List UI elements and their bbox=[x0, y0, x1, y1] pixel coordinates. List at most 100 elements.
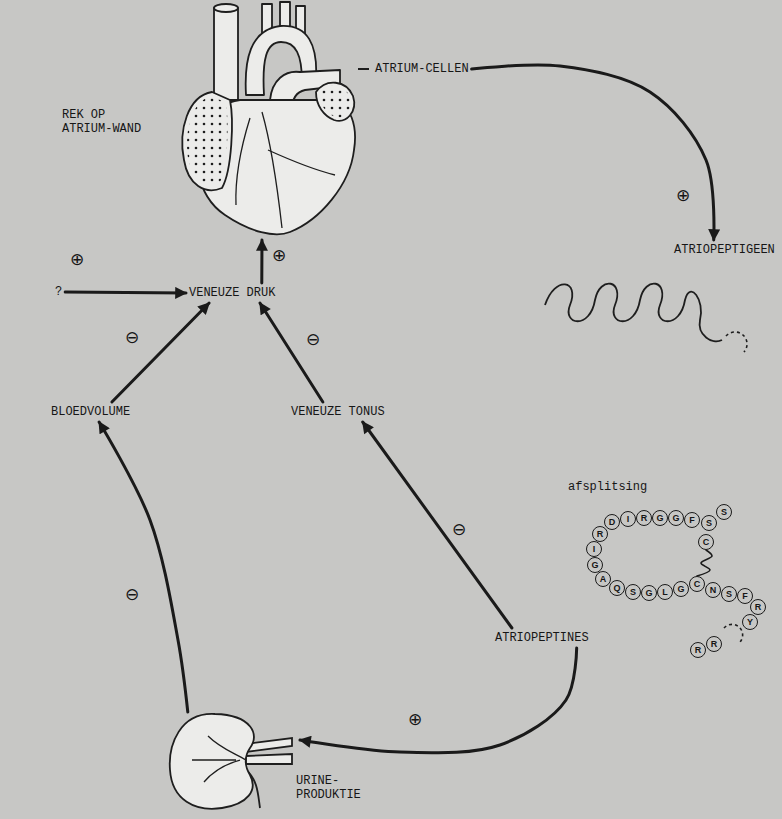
left-atrium bbox=[316, 83, 354, 121]
node-text: VENEUZE DRUK bbox=[189, 286, 275, 300]
node-text: Y bbox=[747, 617, 753, 627]
leader-line bbox=[358, 68, 369, 70]
node-text: S bbox=[706, 518, 712, 528]
propeptide-chain bbox=[545, 284, 722, 342]
unknown-input: ? bbox=[52, 282, 65, 302]
vena-cava bbox=[214, 8, 238, 100]
kidney-outline bbox=[170, 714, 254, 809]
node-text: L bbox=[662, 587, 668, 597]
coronary-vessel bbox=[262, 112, 282, 228]
node-text: R bbox=[755, 602, 762, 612]
amino-acid-bead: G bbox=[652, 510, 668, 526]
node-text: ? bbox=[55, 285, 62, 299]
node-text: Q bbox=[613, 583, 620, 593]
quantity-label: VENEUZE DRUK bbox=[186, 283, 278, 303]
amino-acid-bead: R bbox=[636, 510, 652, 526]
flow-arrow bbox=[260, 240, 263, 283]
node-text: R bbox=[711, 639, 718, 649]
node-text: R bbox=[695, 645, 702, 655]
node-text: G bbox=[677, 584, 684, 594]
amino-acid-bead: R bbox=[592, 526, 608, 542]
amino-acid-bead: S bbox=[701, 515, 717, 531]
amino-acid-bead: R bbox=[750, 599, 766, 615]
flow-arrow bbox=[472, 65, 714, 240]
node-text: REK OP ATRIUM-WAND bbox=[62, 108, 145, 136]
node-text: C bbox=[703, 537, 710, 547]
node-text: I bbox=[593, 544, 596, 554]
node-text: N bbox=[710, 585, 717, 595]
node-text: R bbox=[597, 529, 604, 539]
sign-label: ⊖ bbox=[125, 328, 139, 346]
cleavage-mark bbox=[726, 332, 747, 352]
sign-label: ⊖ bbox=[306, 330, 320, 348]
node-text: C bbox=[694, 579, 701, 589]
atrium-cells-dots bbox=[319, 86, 351, 118]
node-text: ATRIUM-CELLEN bbox=[375, 62, 469, 76]
node-text: S bbox=[630, 587, 636, 597]
molecule-label: ATRIOPEPTINES bbox=[492, 628, 592, 648]
amino-acid-bead: R bbox=[690, 642, 706, 658]
amino-acid-bead: S bbox=[625, 584, 641, 600]
amino-acid-bead: Y bbox=[742, 614, 758, 630]
amino-acid-bead: I bbox=[620, 511, 636, 527]
right-atrium bbox=[182, 92, 232, 190]
node-text: G bbox=[645, 588, 652, 598]
kidney-illustration bbox=[170, 714, 292, 809]
amino-acid-bead: I bbox=[586, 541, 602, 557]
node-text: F bbox=[742, 591, 748, 601]
amino-acid-bead: G bbox=[641, 585, 657, 601]
node-text: S bbox=[726, 589, 732, 599]
coronary-vessel bbox=[268, 150, 335, 175]
kidney-region: URINE- PRODUKTIE bbox=[168, 712, 300, 812]
amino-acid-bead: D bbox=[604, 514, 620, 530]
amino-acid-bead: N bbox=[705, 582, 721, 598]
sign-label: ⊕ bbox=[272, 246, 286, 264]
node-text: S bbox=[721, 507, 727, 517]
node-text: BLOEDVOLUME bbox=[51, 405, 130, 419]
node-text: VENEUZE TONUS bbox=[291, 405, 385, 419]
quantity-label: VENEUZE TONUS bbox=[288, 402, 388, 422]
node-text: I bbox=[627, 514, 630, 524]
renal-pelvis bbox=[192, 736, 246, 782]
amino-acid-bead: R bbox=[706, 636, 722, 652]
node-text: ATRIOPEPTINES bbox=[495, 631, 589, 645]
flow-arrow bbox=[65, 292, 186, 293]
disulfide-bond bbox=[697, 550, 712, 576]
vena-cava-opening bbox=[214, 4, 238, 12]
amino-acid-bead: F bbox=[684, 512, 700, 528]
node-text: R bbox=[641, 513, 648, 523]
amino-acid-bead: S bbox=[716, 504, 732, 520]
flow-arrow bbox=[112, 303, 209, 402]
node-text: ATRIOPEPTIGEEN bbox=[674, 243, 775, 257]
coronary-vessel bbox=[236, 118, 250, 205]
amino-acid-bead: Q bbox=[609, 580, 625, 596]
amino-acid-bead: G bbox=[668, 510, 684, 526]
heart-region: REK OP ATRIUM-WAND bbox=[62, 0, 365, 240]
amino-acid-bead: C bbox=[689, 576, 705, 592]
flow-arrow bbox=[300, 648, 577, 753]
node-text: URINE- PRODUKTIE bbox=[296, 774, 364, 802]
node-text: G bbox=[672, 513, 679, 523]
process-label: afsplitsing bbox=[568, 480, 647, 494]
sign-label: ⊕ bbox=[676, 186, 690, 204]
amino-acid-bead: C bbox=[698, 534, 714, 550]
sign-label: ⊕ bbox=[408, 710, 422, 728]
quantity-label: BLOEDVOLUME bbox=[48, 402, 133, 422]
flow-arrow bbox=[99, 422, 188, 712]
amino-acid-bead: G bbox=[673, 581, 689, 597]
cleavage-mark bbox=[724, 624, 743, 642]
node-text: D bbox=[609, 517, 616, 527]
amino-acid-bead: L bbox=[657, 584, 673, 600]
amino-acid-bead: S bbox=[721, 586, 737, 602]
node-text: F bbox=[689, 515, 695, 525]
sign-label: ⊖ bbox=[452, 520, 466, 538]
heart-illustration bbox=[182, 2, 355, 234]
sign-label: ⊖ bbox=[125, 585, 139, 603]
flow-arrow bbox=[363, 422, 512, 628]
renal-vein bbox=[246, 754, 292, 764]
flow-arrow bbox=[260, 303, 323, 402]
cell-label: ATRIUM-CELLEN bbox=[372, 59, 472, 79]
molecule-label: ATRIOPEPTIGEEN bbox=[671, 240, 778, 260]
